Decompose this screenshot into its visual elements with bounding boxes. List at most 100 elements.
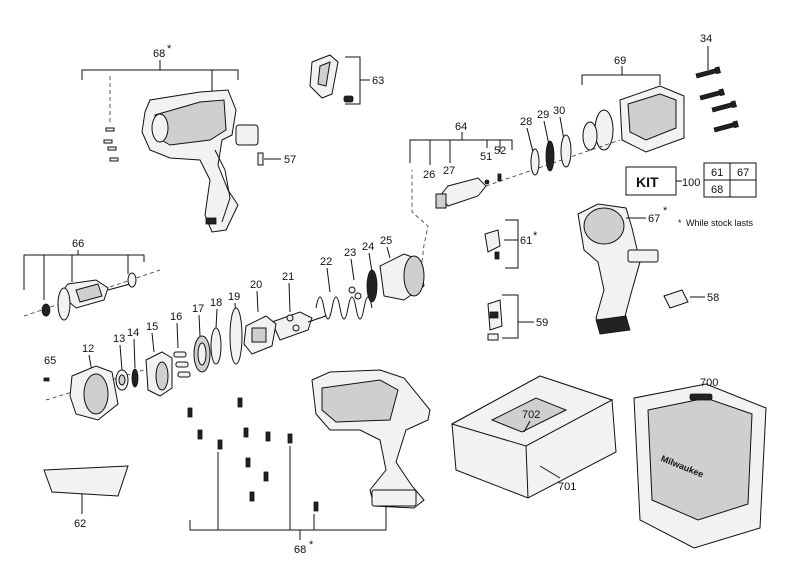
- callout-51: 51: [480, 151, 492, 163]
- callout-18: 18: [210, 297, 222, 309]
- group-64: 64 26 27 51 52: [409, 121, 513, 181]
- callout-27: 27: [443, 165, 455, 177]
- callouts-12-15: 15 14 13 12 65: [44, 321, 158, 373]
- callout-19: 19: [228, 291, 240, 303]
- kit-table[interactable]: KIT 100 61 67 68: [625, 162, 757, 198]
- callout-17: 17: [192, 303, 204, 315]
- kit-title: KIT: [636, 174, 659, 190]
- part-68-housing-half-top[interactable]: [141, 89, 259, 233]
- callout-25: 25: [380, 235, 392, 247]
- part-30-washer[interactable]: [560, 134, 572, 168]
- callout-69: 69: [614, 55, 626, 67]
- callout-24: 24: [362, 241, 374, 253]
- callout-34: 34: [700, 33, 712, 45]
- part-700-carry-case[interactable]: Milwaukee: [633, 383, 767, 549]
- callout-22: 22: [320, 256, 332, 268]
- callout-29: 29: [537, 109, 549, 121]
- callout-65: 65: [44, 355, 56, 367]
- group-68-bottom: 68 *: [189, 446, 387, 556]
- callout-66: 66: [72, 238, 84, 250]
- group-701-702: 702 701: [522, 409, 576, 493]
- group-67: 67 *: [626, 205, 668, 225]
- part-29-ring[interactable]: [545, 140, 555, 172]
- callout-67: 67: [648, 213, 660, 225]
- part-62-nameplate[interactable]: 62: [43, 465, 129, 530]
- part-51-52-pins[interactable]: [484, 173, 502, 185]
- callout-21: 21: [282, 271, 294, 283]
- part-68-small-screws[interactable]: [103, 127, 119, 162]
- callout-67-star: *: [663, 205, 668, 217]
- callout-28: 28: [520, 116, 532, 128]
- callout-20: 20: [250, 279, 262, 291]
- callout-700: 700: [700, 377, 718, 389]
- part-13-bearing[interactable]: [115, 369, 129, 391]
- note-star: *: [678, 218, 682, 228]
- callout-23: 23: [344, 247, 356, 259]
- callout-62: 62: [74, 518, 86, 530]
- part-17-ring-gear[interactable]: [193, 335, 211, 373]
- callout-57: 57: [284, 154, 296, 166]
- callout-16: 16: [170, 311, 182, 323]
- callout-14: 14: [127, 327, 139, 339]
- part-69-nose-cover[interactable]: [582, 85, 685, 153]
- part-701-case-insert[interactable]: [450, 375, 617, 499]
- part-22-spring[interactable]: [315, 296, 373, 320]
- part-14-ring[interactable]: [131, 368, 139, 388]
- part-16-planet-pins[interactable]: [173, 351, 191, 378]
- callout-68-top: 68: [153, 48, 165, 60]
- part-25-hammer[interactable]: [379, 253, 425, 301]
- group-59: 59: [502, 294, 548, 339]
- note-text: While stock lasts: [686, 218, 754, 228]
- part-58-label[interactable]: 58: [663, 289, 719, 309]
- part-21-spindle[interactable]: [271, 311, 327, 341]
- callout-26: 26: [423, 169, 435, 181]
- group-63: 63: [345, 56, 384, 105]
- callout-61: 61: [520, 235, 532, 247]
- callout-64: 64: [455, 121, 467, 133]
- kit-cell-68: 68: [711, 184, 723, 196]
- callout-68-bottom-star: *: [309, 539, 314, 551]
- part-28-washer[interactable]: [530, 148, 540, 176]
- callout-59: 59: [536, 317, 548, 329]
- kit-code: 100: [682, 177, 700, 189]
- callout-58: 58: [707, 292, 719, 304]
- callout-701: 701: [558, 481, 576, 493]
- callout-13: 13: [113, 333, 125, 345]
- part-68-housing-half-bottom[interactable]: [311, 369, 431, 509]
- group-700: 700: [700, 377, 718, 389]
- part-18-washer[interactable]: [210, 327, 222, 365]
- stock-note: * While stock lasts: [678, 218, 754, 228]
- callout-15: 15: [146, 321, 158, 333]
- part-63-belt-clip[interactable]: [309, 54, 354, 103]
- callout-63: 63: [372, 75, 384, 87]
- group-66: 66: [23, 238, 145, 300]
- group-61: 61 *: [504, 219, 538, 269]
- group-68-top: 68 *: [81, 43, 239, 125]
- part-66-rotor[interactable]: [41, 272, 137, 321]
- part-67-gear-housing[interactable]: [577, 203, 659, 335]
- callout-12: 12: [82, 343, 94, 355]
- callout-68-top-star: *: [167, 43, 172, 55]
- callout-61-star: *: [533, 230, 538, 242]
- part-59-switch[interactable]: [487, 299, 503, 341]
- part-65-screw[interactable]: [43, 377, 50, 382]
- group-34: 34: [700, 33, 712, 70]
- part-61-switch-parts[interactable]: [484, 229, 501, 260]
- part-20-carrier[interactable]: [243, 315, 277, 355]
- callouts-28-29-30: 28 29 30: [520, 105, 565, 153]
- part-27-anvil[interactable]: [435, 177, 487, 209]
- callout-52: 52: [494, 145, 506, 157]
- callout-68-bottom: 68: [294, 544, 306, 556]
- part-23-balls[interactable]: [348, 286, 362, 300]
- part-15-gear-carrier[interactable]: [145, 351, 173, 397]
- part-24-ring[interactable]: [366, 269, 378, 303]
- kit-cell-67: 67: [737, 167, 749, 179]
- callouts-22-25: 22 23 24 25: [320, 235, 392, 293]
- callout-30: 30: [553, 105, 565, 117]
- part-68-housing-screws[interactable]: [187, 397, 319, 512]
- part-34-screws[interactable]: [695, 66, 739, 133]
- part-12-motor-cover[interactable]: [69, 365, 119, 421]
- part-19-washer[interactable]: [229, 307, 243, 365]
- part-57-pin[interactable]: 57: [257, 152, 296, 166]
